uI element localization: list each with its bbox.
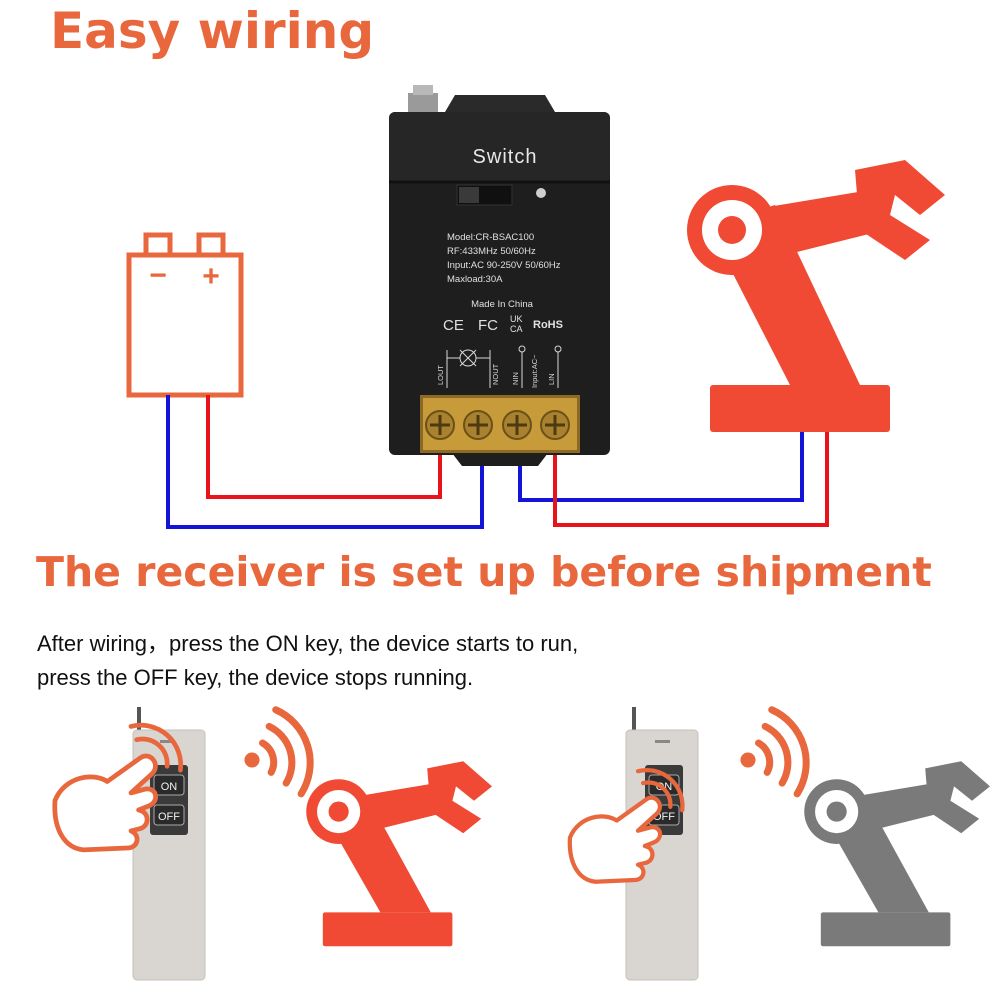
cert-ukca-top: UK [510,314,523,324]
remote-off-button[interactable] [153,804,185,826]
wireless-signal-icon [241,707,313,798]
battery-icon: − + [126,232,244,398]
device-origin: Made In China [471,299,534,310]
remote-on-label: ON [161,781,178,793]
cert-ukca-bottom: CA [510,324,523,334]
wire-battery-positive [206,395,442,499]
robot-arm-icon [804,761,990,947]
robot-arm-icon [306,761,492,947]
device-rf: RF:433MHz 50/60Hz [447,246,536,257]
device-maxload: Maxload:30A [447,274,503,285]
cert-rohs-icon: RoHS [533,319,563,331]
remote-off-label: OFF [158,811,180,823]
section-heading: The receiver is set up before shipment [36,548,932,596]
device-name: Switch [473,146,538,168]
battery-plus-label: + [202,260,220,293]
wireless-signal-icon [737,707,809,798]
wire-battery-negative [166,395,484,529]
terminal-nin-label: NIN [511,372,520,385]
device-input: Input:AC 90-250V 50/60Hz [447,260,561,271]
terminal-lout-label: LOUT [436,365,445,385]
terminal-lin-label: LIN [547,373,556,385]
description-line-1: After wiring，press the ON key, the devic… [37,631,579,656]
remote-on-button[interactable] [153,774,185,796]
robot-arm-icon [687,160,945,432]
terminal-schematic [446,345,562,388]
terminal-screws [425,410,570,440]
terminal-nout-label: NOUT [491,363,500,385]
switch-device: Switch Model:CR-BSAC100 RF:433MHz 50/60H… [389,85,610,466]
wire-load-live [553,432,829,527]
wire-load-neutral [518,432,804,502]
cert-ce-icon: CE [443,317,464,334]
description-line-2: press the OFF key, the device stops runn… [37,665,474,690]
cert-fc-icon: FC [478,317,498,334]
antenna-icon [408,93,438,113]
device-model: Model:CR-BSAC100 [447,232,534,243]
remote-control-icon: ON OFF [132,707,206,981]
device-led-icon [536,188,546,198]
wires [166,395,829,529]
page-title: Easy wiring [50,2,375,60]
terminal-input-label: Input:AC~ [530,354,539,388]
battery-minus-label: − [149,259,167,292]
